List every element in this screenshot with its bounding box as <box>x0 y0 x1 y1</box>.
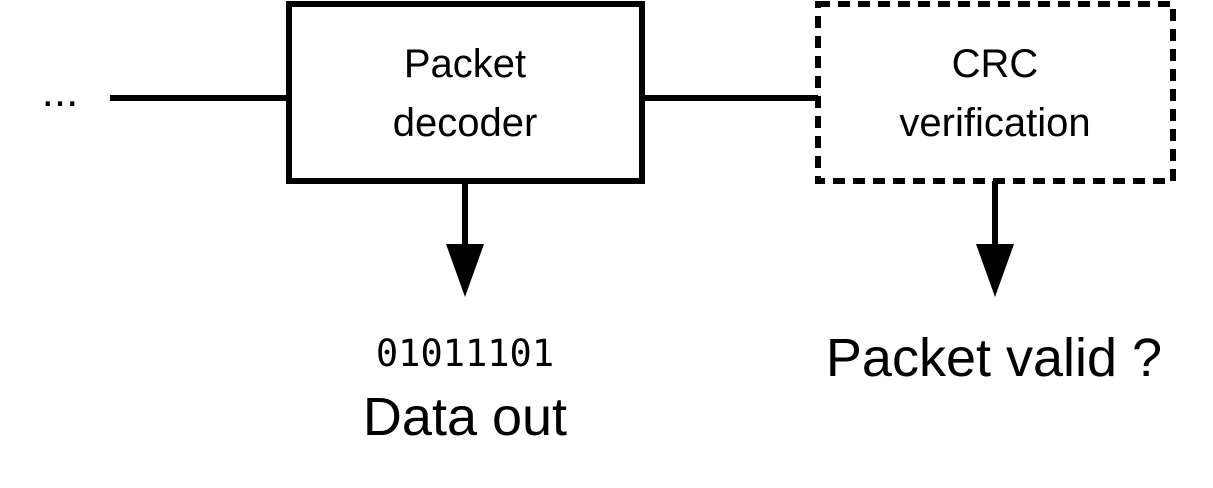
crc-output-arrow <box>976 181 1014 297</box>
crc-verification-label-line2: verification <box>899 101 1090 145</box>
crc-verification-block: CRC verification <box>815 1 1176 184</box>
packet-decoder-box <box>286 1 645 184</box>
data-bits: 01011101 <box>376 332 554 375</box>
packet-decoder-block: Packet decoder <box>286 1 645 184</box>
packet-decoder-label-line2: decoder <box>393 101 538 145</box>
packet-decoder-label-line1: Packet <box>404 42 526 86</box>
crc-verification-box <box>815 1 1176 184</box>
data-out-label: Data out <box>363 387 567 447</box>
decoder-output-arrow <box>446 181 484 297</box>
input-ellipsis: ... <box>42 67 79 116</box>
crc-output-arrow-head <box>976 244 1014 297</box>
decoder-output-arrow-head <box>446 244 484 297</box>
packet-valid-label: Packet valid ? <box>826 328 1162 388</box>
crc-verification-label-line1: CRC <box>952 42 1039 86</box>
